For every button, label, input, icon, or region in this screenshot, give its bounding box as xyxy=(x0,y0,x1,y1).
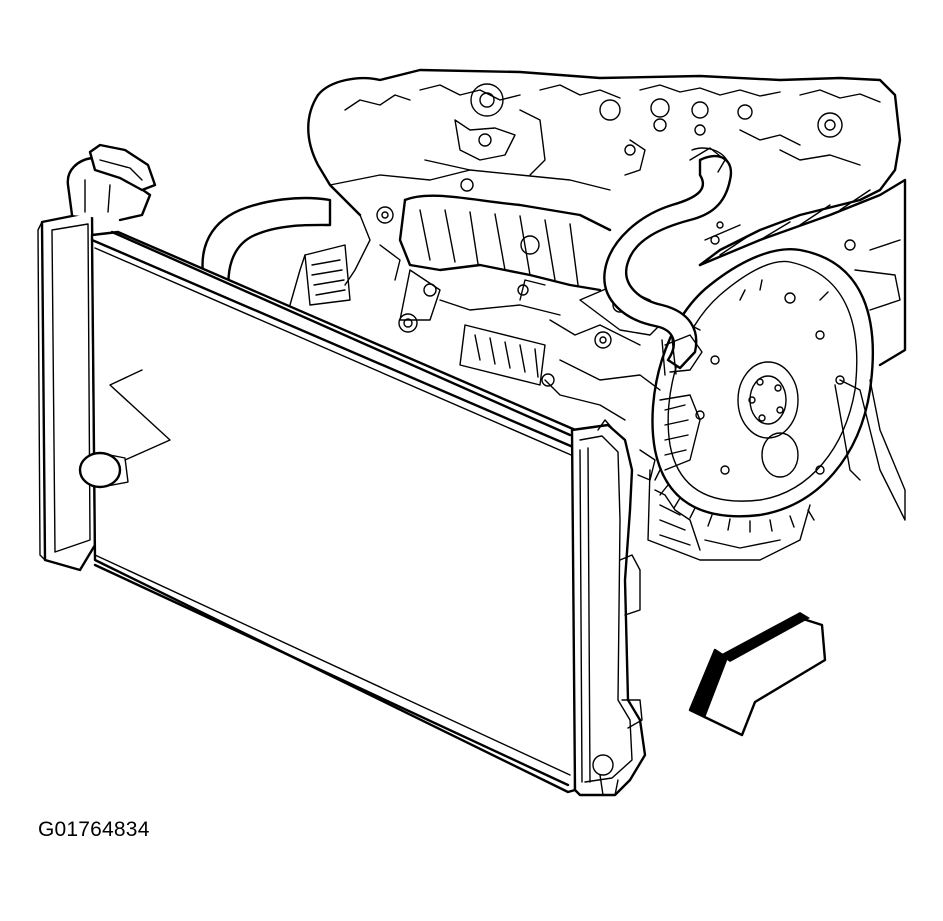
engine-block-icon xyxy=(289,68,907,521)
flywheel-icon xyxy=(651,248,874,533)
oil-pan-icon xyxy=(647,394,811,561)
figure-id-label: G01764834 xyxy=(38,818,150,841)
radiator-icon xyxy=(37,143,656,797)
direction-arrow-icon xyxy=(688,612,827,737)
upper-radiator-hose-icon xyxy=(603,147,733,376)
